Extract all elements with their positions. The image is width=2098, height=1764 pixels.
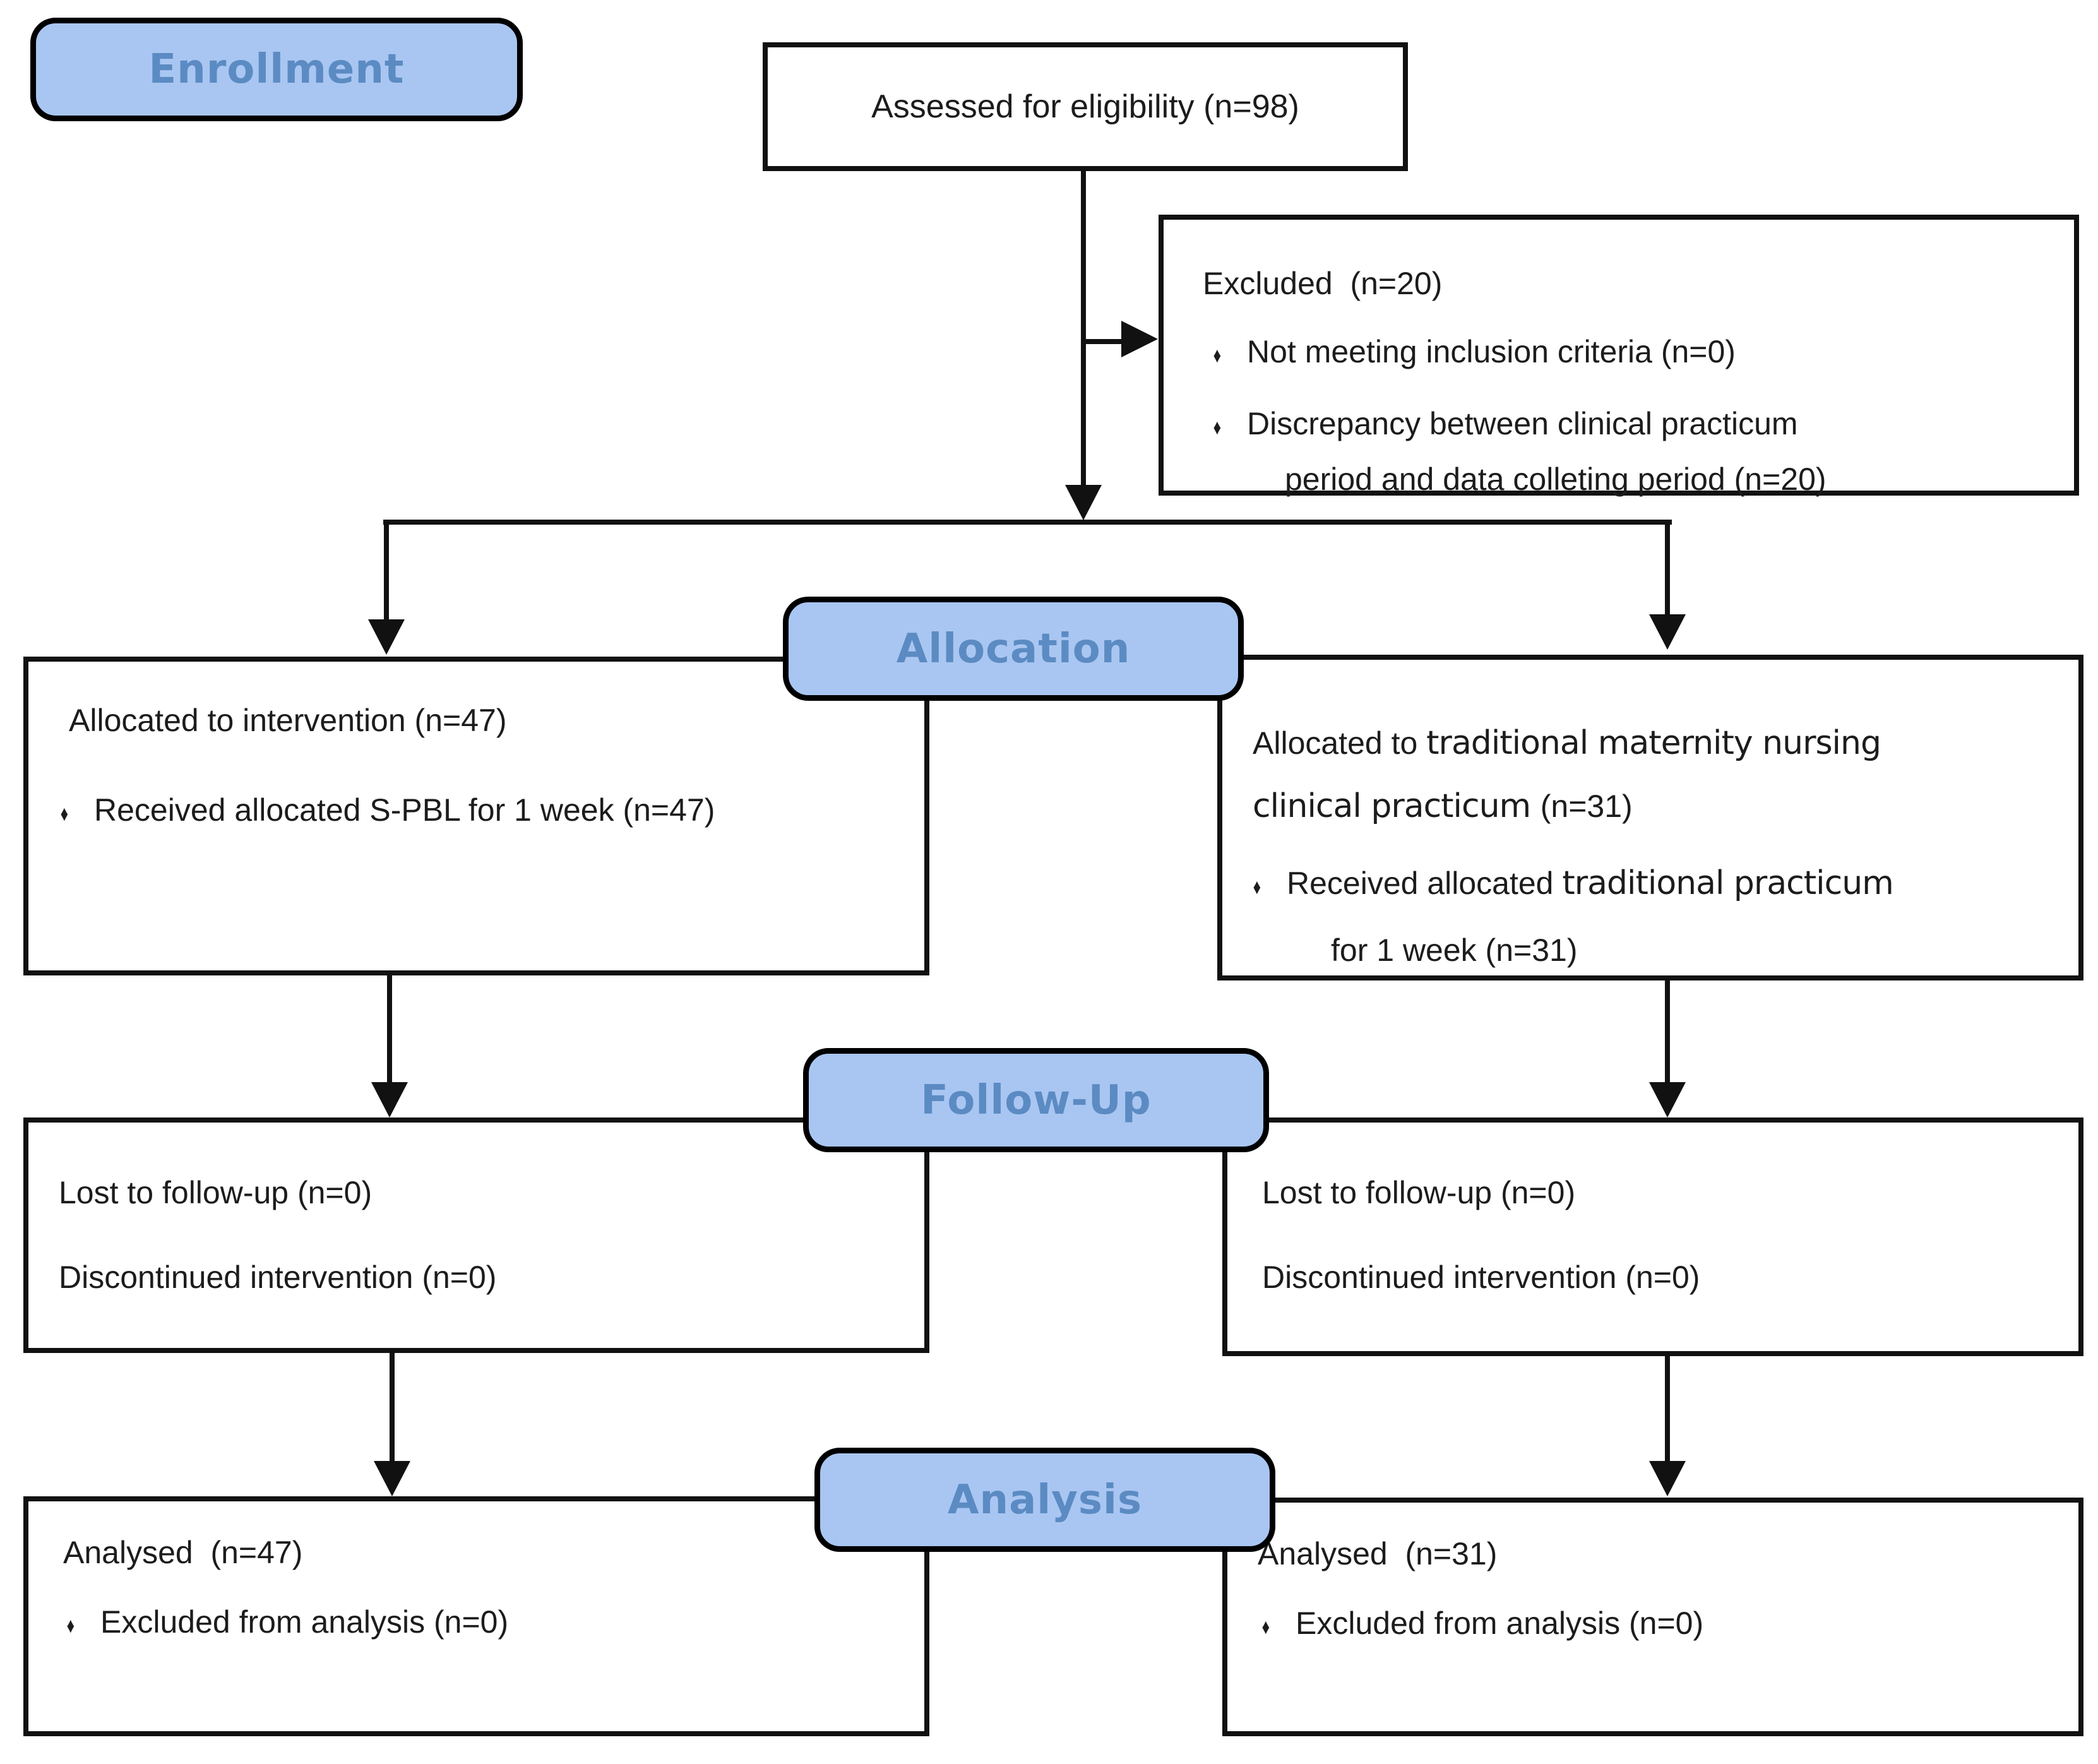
box-analysis-intervention: Analysed (n=47) ♦ Excluded from analysis… (23, 1496, 929, 1736)
alloc-left-line1: Allocated to intervention (n=47) (69, 703, 507, 738)
alloc-right-bullet-text: Received allocated traditional practicum (1287, 852, 1894, 915)
assessed-text: Assessed for eligibility (n=98) (871, 88, 1299, 125)
connector-split-to-intervention (384, 520, 389, 619)
excluded-bullet-2: ♦ Discrepancy between clinical practicum (1164, 398, 2074, 453)
diamond-bullet-icon: ♦ (1261, 1615, 1270, 1639)
analysis-right-bullet: ♦ Excluded from analysis (n=0) (1227, 1597, 2078, 1653)
arrowhead-analysis-right-icon (1649, 1461, 1686, 1496)
alloc-right-bullet-continued: for 1 week (n=31) (1331, 933, 1578, 968)
alloc-right-line2: clinical practicum (n=31) (1222, 775, 2078, 838)
stage-label-analysis: Analysis (814, 1448, 1275, 1552)
box-analysis-control: Analysed (n=31) ♦ Excluded from analysis… (1222, 1498, 2083, 1736)
arrowhead-to-control-icon (1649, 614, 1686, 650)
alloc-right-line2-post: (n=31) (1540, 789, 1633, 824)
connector-split-to-control (1665, 520, 1670, 616)
analysis-left-bullet: ♦ Excluded from analysis (n=0) (28, 1596, 924, 1652)
arrowhead-to-intervention-icon (368, 619, 405, 655)
analysis-left-line1: Analysed (n=47) (63, 1535, 303, 1570)
arrowhead-to-excluded-icon (1121, 321, 1158, 357)
diamond-bullet-icon: ♦ (1213, 415, 1222, 439)
box-allocation-intervention: Allocated to intervention (n=47) ♦ Recei… (23, 657, 929, 975)
alloc-right-line2-em: clinical practicum (1253, 787, 1541, 825)
box-allocation-control: Allocated to traditional maternity nursi… (1217, 655, 2083, 980)
box-followup-intervention: Lost to follow-up (n=0) Discontinued int… (23, 1117, 929, 1353)
stage-label-allocation: Allocation (783, 597, 1244, 701)
connector-followup-to-analysis-right (1665, 1356, 1670, 1463)
diamond-bullet-icon: ♦ (66, 1614, 75, 1638)
followup-right-line2: Discontinued intervention (n=0) (1262, 1260, 1700, 1295)
followup-right-line1: Lost to follow-up (n=0) (1262, 1175, 1576, 1210)
box-assessed-for-eligibility: Assessed for eligibility (n=98) (763, 42, 1408, 171)
alloc-right-line1-pre: Allocated to (1253, 725, 1427, 761)
alloc-right-bullet: ♦ Received allocated traditional practic… (1222, 852, 2078, 919)
connector-alloc-to-followup-left (387, 975, 392, 1084)
stage-label-enrollment: Enrollment (30, 18, 523, 121)
excluded-bullet-2-text: Discrepancy between clinical practicum (1247, 406, 1798, 441)
analysis-right-line1: Analysed (n=31) (1258, 1536, 1498, 1571)
alloc-right-line1-em: traditional maternity nursing (1426, 724, 1881, 762)
arrowhead-center-down-icon (1065, 485, 1102, 520)
connector-allocation-split (383, 520, 1672, 525)
excluded-bullet-1: ♦ Not meeting inclusion criteria (n=0) (1164, 326, 2074, 381)
box-excluded: Excluded (n=20) ♦ Not meeting inclusion … (1159, 215, 2079, 497)
diamond-bullet-icon: ♦ (60, 802, 69, 826)
arrowhead-analysis-left-icon (374, 1461, 410, 1496)
diamond-bullet-icon: ♦ (1213, 343, 1222, 367)
arrowhead-followup-left-icon (371, 1082, 408, 1117)
connector-followup-to-analysis-left (390, 1353, 395, 1463)
alloc-right-bullet-pre: Received allocated (1287, 866, 1563, 901)
analysis-left-bullet-text: Excluded from analysis (n=0) (100, 1604, 509, 1640)
box-followup-control: Lost to follow-up (n=0) Discontinued int… (1222, 1117, 2083, 1356)
excluded-bullet-1-text: Not meeting inclusion criteria (n=0) (1247, 334, 1736, 369)
excluded-title: Excluded (n=20) (1203, 266, 1443, 301)
stage-label-followup: Follow-Up (803, 1048, 1269, 1152)
alloc-right-bullet-em: traditional practicum (1562, 864, 1893, 902)
alloc-left-bullet: ♦ Received allocated S-PBL for 1 week (n… (28, 784, 924, 840)
followup-left-line2: Discontinued intervention (n=0) (59, 1260, 497, 1295)
analysis-right-bullet-text: Excluded from analysis (n=0) (1296, 1606, 1704, 1641)
connector-excluded-branch (1081, 339, 1123, 344)
alloc-right-line1: Allocated to traditional maternity nursi… (1222, 712, 2078, 775)
arrowhead-followup-right-icon (1649, 1082, 1686, 1117)
alloc-left-bullet-text: Received allocated S-PBL for 1 week (n=4… (94, 792, 715, 828)
excluded-bullet-2-continued: period and data colleting period (n=20) (1285, 462, 1827, 497)
connector-alloc-to-followup-right (1665, 980, 1670, 1084)
diamond-bullet-icon: ♦ (1253, 875, 1261, 899)
followup-left-line1: Lost to follow-up (n=0) (59, 1175, 373, 1210)
connector-assessed-down (1081, 171, 1086, 486)
